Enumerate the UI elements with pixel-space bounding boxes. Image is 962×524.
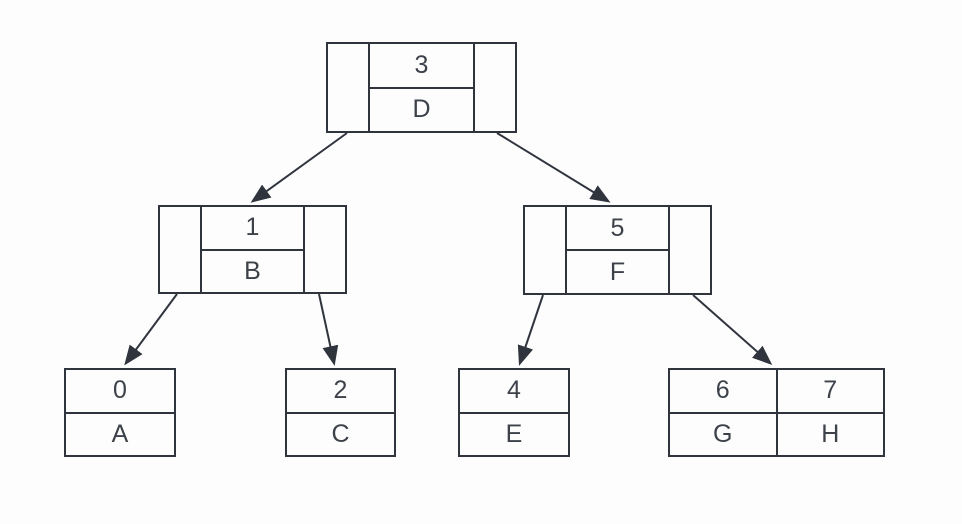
leaf-node: 2 C [285, 368, 396, 457]
leaf-key: 4 [460, 370, 568, 414]
right-pointer-cell [668, 207, 710, 293]
leaf-value: G [713, 419, 733, 448]
node-value: B [244, 256, 261, 285]
node-value: F [609, 257, 626, 286]
edge-node5-to-leaf4 [517, 294, 544, 366]
node-key: 3 [370, 44, 473, 89]
leaf-key: 0 [66, 370, 174, 414]
key-value-cell: 3 D [370, 44, 473, 131]
leaf-entry: 7 H [775, 370, 883, 455]
node-key: 5 [567, 207, 668, 251]
leaf-value: C [331, 419, 350, 448]
leaf-key: 7 [777, 370, 883, 414]
node-value: D [412, 95, 431, 124]
leaf-value: A [111, 419, 129, 448]
leaf-node: 4 E [458, 368, 570, 457]
leaf-entry: 0 A [66, 370, 174, 455]
edge-node1-to-leaf2 [318, 293, 339, 366]
tree-node-root: 3 D [326, 42, 517, 133]
leaf-key: 6 [670, 370, 776, 414]
edge-root-to-node5 [496, 132, 611, 203]
tree-node-right: 5 F [523, 205, 712, 295]
leaf-key: 2 [287, 370, 394, 414]
edge-root-to-node1 [250, 132, 348, 203]
left-pointer-cell [160, 207, 202, 292]
edge-node1-to-leaf0 [124, 293, 178, 366]
key-value-cell: 5 F [567, 207, 668, 293]
leaf-node: 0 A [64, 368, 176, 457]
leaf-node-double: 6 G 7 H [668, 368, 885, 457]
edge-node5-to-leaf67 [692, 294, 773, 365]
leaf-entry: 2 C [287, 370, 394, 455]
leaf-entry: 6 G [670, 370, 776, 455]
node-key: 1 [202, 207, 303, 251]
key-value-cell: 1 B [202, 207, 303, 292]
leaf-value: E [505, 419, 523, 448]
leaf-entry: 4 E [460, 370, 568, 455]
left-pointer-cell [328, 44, 370, 131]
left-pointer-cell [525, 207, 567, 293]
tree-node-left: 1 B [158, 205, 347, 294]
right-pointer-cell [473, 44, 515, 131]
right-pointer-cell [303, 207, 345, 292]
leaf-value: H [821, 419, 840, 448]
